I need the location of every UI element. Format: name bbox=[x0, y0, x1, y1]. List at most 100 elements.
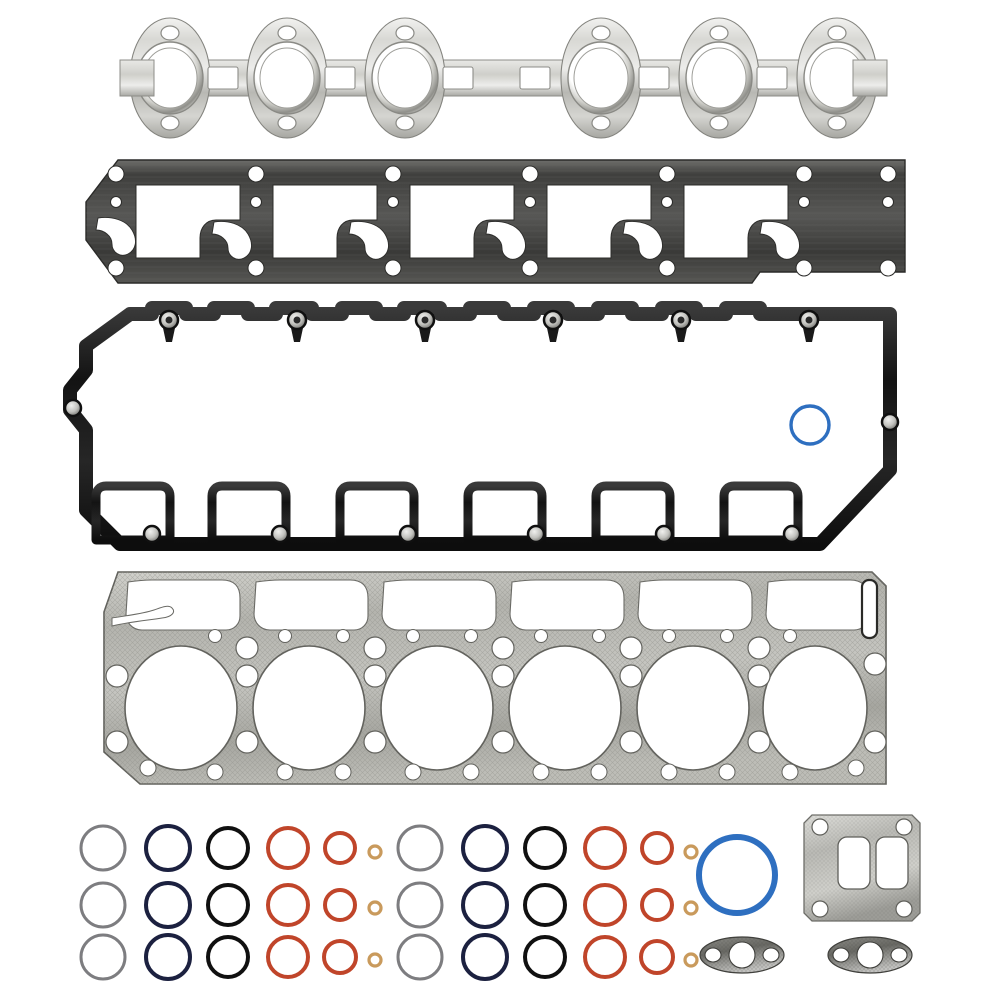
intake-manifold-gasket bbox=[0, 150, 1000, 300]
copper-washer bbox=[683, 900, 699, 916]
black-oring bbox=[523, 883, 567, 927]
intake-bolt-hole-group-bottom bbox=[107, 259, 897, 277]
black-oring bbox=[523, 935, 567, 979]
intake-gasket-body bbox=[85, 159, 906, 284]
cylinder-head-gasket bbox=[0, 560, 1000, 810]
navy-oring bbox=[144, 881, 192, 929]
center-port bbox=[856, 941, 884, 969]
gray-backup-ring bbox=[396, 824, 444, 872]
center-port bbox=[728, 941, 756, 969]
injector-oring-group-2 bbox=[396, 824, 699, 981]
exhaust-port-flange bbox=[246, 17, 328, 139]
bolt-hole bbox=[895, 818, 913, 836]
bolt-grommet bbox=[270, 524, 290, 544]
valve-cover-gasket bbox=[0, 300, 1000, 560]
valve-cover-gasket-art bbox=[63, 301, 900, 551]
cylinder-bore bbox=[636, 645, 750, 771]
valve-cover-side-grommet-group bbox=[63, 398, 900, 432]
black-oring bbox=[523, 826, 567, 870]
bolt-grommet bbox=[782, 524, 802, 544]
exhaust-port-flange bbox=[364, 17, 446, 139]
exhaust-gasket-body bbox=[119, 17, 888, 139]
cylinder-head-gasket-art bbox=[103, 571, 887, 785]
valve-cover-gasket-body bbox=[63, 301, 900, 551]
head-gasket-eyelet-slot bbox=[860, 578, 879, 640]
gray-backup-ring bbox=[396, 881, 444, 929]
bolt-grommet bbox=[542, 309, 564, 342]
cylinder-bore-group bbox=[124, 645, 868, 771]
gray-backup-ring bbox=[79, 933, 127, 981]
bolt-grommet bbox=[286, 309, 308, 342]
orange-oring-large bbox=[583, 883, 627, 927]
bolt-grommet bbox=[414, 309, 436, 342]
bolt-grommet bbox=[670, 309, 692, 342]
valve-cover-bottom-grommet-group bbox=[142, 524, 802, 544]
copper-washer bbox=[367, 844, 383, 860]
head-bolt-hole-group bbox=[105, 636, 887, 754]
exhaust-manifold-gasket bbox=[0, 0, 1000, 150]
cylinder-bore bbox=[508, 645, 622, 771]
small-parts-row bbox=[0, 805, 1000, 1000]
orange-oring-small bbox=[640, 888, 674, 922]
copper-washer bbox=[683, 952, 699, 968]
navy-oring bbox=[461, 824, 509, 872]
turbo-port-left bbox=[837, 836, 871, 890]
gray-backup-ring bbox=[396, 933, 444, 981]
orange-oring-large bbox=[266, 826, 310, 870]
bolt-grommet bbox=[142, 524, 162, 544]
head-gasket-oil-hole-group bbox=[139, 629, 865, 781]
cylinder-bore bbox=[124, 645, 238, 771]
small-parts-art bbox=[79, 814, 921, 981]
bolt-grommet bbox=[880, 412, 900, 432]
orange-oring-large bbox=[583, 935, 627, 979]
exhaust-manifold-gasket-art bbox=[119, 17, 888, 139]
intake-runner-window-group bbox=[135, 184, 789, 259]
intake-bolt-hole-group-top bbox=[107, 165, 897, 183]
bolt-hole bbox=[704, 947, 722, 963]
oil-drain-gasket-left bbox=[699, 936, 785, 974]
exhaust-port-flange bbox=[678, 17, 760, 139]
bolt-hole bbox=[811, 900, 829, 918]
orange-oring-small bbox=[640, 831, 674, 865]
exhaust-port-flange-group bbox=[129, 17, 878, 139]
bolt-grommet bbox=[398, 524, 418, 544]
black-oring bbox=[206, 883, 250, 927]
bolt-hole bbox=[762, 947, 780, 963]
valve-cover-window-group bbox=[91, 481, 803, 545]
bolt-hole bbox=[832, 947, 850, 963]
gray-backup-ring bbox=[79, 824, 127, 872]
valve-cover-blue-oring bbox=[789, 404, 831, 446]
head-gasket-coolant-window-group bbox=[125, 579, 869, 631]
copper-washer bbox=[367, 900, 383, 916]
exhaust-port-flange bbox=[560, 17, 642, 139]
exhaust-port-flange bbox=[796, 17, 878, 139]
intake-bolt-hole-group-mid bbox=[110, 196, 894, 208]
bolt-grommet bbox=[158, 309, 180, 342]
cylinder-bore bbox=[252, 645, 366, 771]
bolt-grommet bbox=[654, 524, 674, 544]
injector-oring-group-1 bbox=[79, 824, 383, 981]
orange-oring-small bbox=[323, 831, 357, 865]
orange-oring-small bbox=[322, 939, 358, 975]
bolt-hole bbox=[890, 947, 908, 963]
bolt-grommet bbox=[63, 398, 83, 418]
exhaust-port-flange bbox=[129, 17, 211, 139]
orange-oring-large bbox=[266, 883, 310, 927]
orange-oring-small bbox=[323, 888, 357, 922]
orange-oring-large bbox=[266, 935, 310, 979]
turbocharger-mounting-gasket bbox=[803, 814, 921, 922]
head-gasket-body bbox=[103, 571, 887, 785]
orange-oring-small bbox=[639, 939, 675, 975]
navy-oring bbox=[144, 933, 192, 981]
black-oring bbox=[206, 935, 250, 979]
valve-cover-top-grommet-group bbox=[158, 309, 820, 342]
bolt-hole bbox=[811, 818, 829, 836]
intake-coolant-slot-group bbox=[95, 217, 800, 260]
oil-drain-gasket-right bbox=[827, 936, 913, 974]
navy-oring bbox=[461, 933, 509, 981]
black-oring bbox=[206, 826, 250, 870]
exhaust-gasket-slot-group bbox=[207, 66, 788, 90]
bolt-hole bbox=[895, 900, 913, 918]
orange-oring-large bbox=[583, 826, 627, 870]
